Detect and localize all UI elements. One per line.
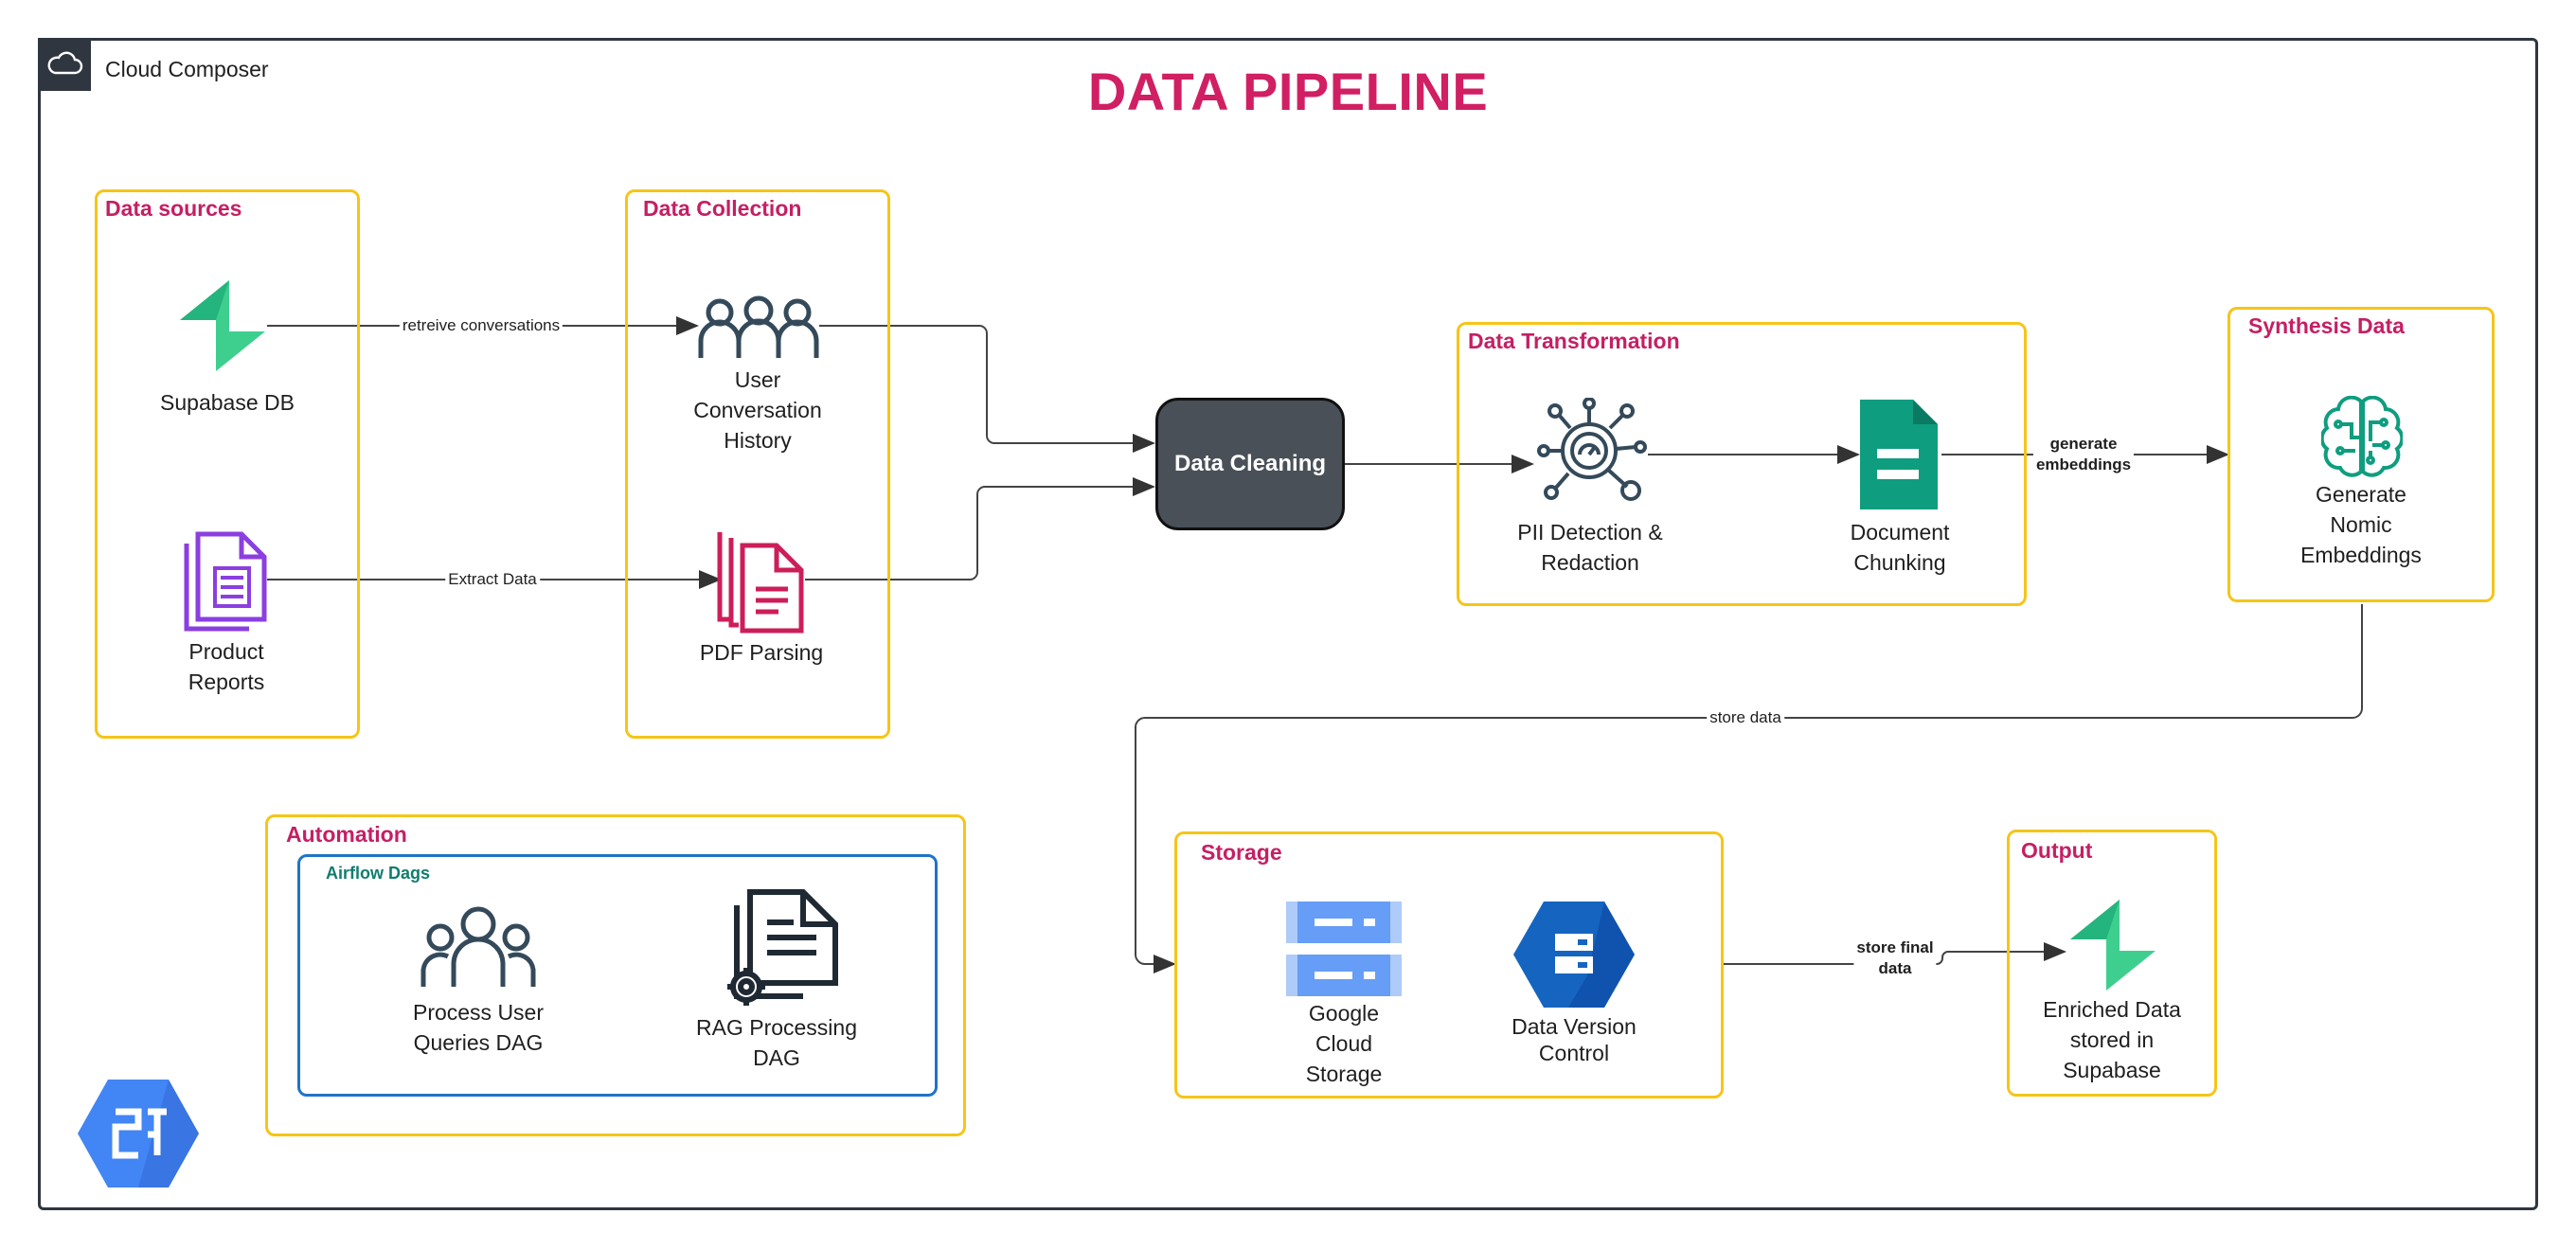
node-document-chunking: Document Chunking: [1850, 520, 1950, 575]
group-automation: [265, 814, 966, 1136]
group-data-sources: [95, 189, 360, 739]
cloud-composer-frame: [38, 38, 2538, 1210]
node-pii-detection: PII Detection & Redaction: [1517, 520, 1663, 575]
node-product-reports: Product Reports: [188, 639, 265, 694]
document-settings-icon: [718, 888, 841, 1014]
group-data-transformation: [1457, 322, 2027, 606]
brain-circuit-icon: [2319, 395, 2405, 482]
edge-label-store-final-data: store final data: [1853, 938, 1937, 979]
group-title-automation: Automation: [286, 822, 407, 847]
node-rag-processing-dag: RAG Processing DAG: [695, 1015, 858, 1070]
group-title-data-sources: Data sources: [105, 196, 242, 221]
platform-label: Cloud Composer: [105, 57, 269, 81]
document-chunking-icon: [1856, 396, 1941, 518]
edge-pdf-to-cleaning: [805, 477, 1155, 580]
google-cloud-storage-icon: [1284, 900, 1404, 1003]
group-title-output: Output: [2021, 838, 2093, 863]
group-storage: [1174, 831, 1724, 1098]
node-enriched-data: Enriched Data stored in Supabase: [2043, 997, 2181, 1082]
supabase-logo-icon: [174, 277, 269, 380]
edge-label-store-data: store data: [1707, 707, 1784, 728]
pdf-icon: [716, 528, 807, 639]
group-title-storage: Storage: [1201, 840, 1282, 865]
group-title-synthesis-data: Synthesis Data: [2248, 313, 2405, 338]
node-supabase-db: Supabase DB: [160, 390, 295, 415]
group-airflow-dags: [297, 854, 938, 1097]
edge-synthesis-to-storage: [1135, 604, 2363, 973]
pii-detection-icon: [1536, 397, 1650, 509]
document-icon: [183, 530, 268, 637]
supabase-output-logo-icon: [2065, 896, 2159, 999]
edge-conversations-to-cleaning: [819, 325, 1155, 453]
users-group-icon: [697, 292, 820, 365]
data-version-control-icon: [1512, 900, 1637, 1014]
node-generate-embeddings: Generate Nomic Embeddings: [2300, 482, 2422, 567]
group-title-airflow-dags: Airflow Dags: [326, 864, 431, 883]
node-user-conversation-history: User Conversation History: [693, 367, 822, 453]
group-data-collection: [625, 189, 890, 739]
node-google-cloud-storage: Google Cloud Storage: [1305, 1001, 1383, 1086]
group-title-data-transformation: Data Transformation: [1468, 329, 1680, 353]
node-pdf-parsing: PDF Parsing: [699, 640, 824, 665]
node-process-user-queries-dag: Process User Queries DAG: [412, 1000, 545, 1055]
team-icon: [420, 905, 537, 995]
cloud-composer-logo-icon: [76, 1078, 201, 1194]
edge-label-extract-data: Extract Data: [445, 569, 540, 590]
page-title: DATA PIPELINE: [1087, 62, 1489, 121]
data-cleaning-label: Data Cleaning: [1173, 451, 1327, 476]
cloud-icon: [38, 38, 91, 91]
node-data-version-control: Data Version Control: [1512, 1014, 1637, 1065]
group-title-data-collection: Data Collection: [643, 196, 802, 221]
edge-storage-to-output: [1722, 942, 2066, 965]
group-synthesis-data: [2227, 307, 2495, 602]
group-output: [2007, 830, 2217, 1097]
edge-label-retrieve-conversations: retreive conversations: [399, 315, 564, 336]
edge-label-generate-embeddings: generate embeddings: [2032, 434, 2135, 475]
node-data-cleaning: Data Cleaning: [1155, 398, 1345, 530]
